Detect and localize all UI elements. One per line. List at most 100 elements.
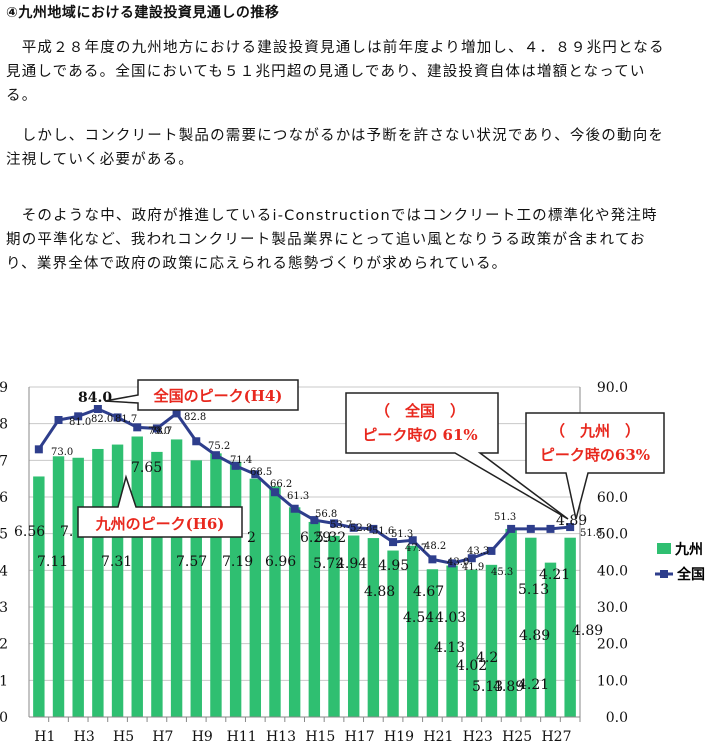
y-left-tick-label: 6 bbox=[0, 490, 8, 506]
bar-kyushu-H14 bbox=[288, 507, 301, 717]
national-point-H27 bbox=[546, 524, 555, 533]
bar-kyushu-H21 bbox=[426, 569, 439, 717]
line-value-label: 61.3 bbox=[287, 491, 309, 502]
y-left-tick-label: 9 bbox=[0, 380, 8, 396]
y-right-tick-label: 90.0 bbox=[597, 380, 628, 396]
x-tick-label: H17 bbox=[345, 729, 375, 745]
bar-value-label: 4.94 bbox=[336, 556, 367, 572]
national-point-H26 bbox=[526, 524, 535, 533]
y-left-tick-label: 1 bbox=[0, 673, 8, 689]
callout-kyushu-current: （ 九州 ） ピーク時の63% bbox=[525, 412, 665, 520]
line-value-label: 71.4 bbox=[230, 455, 252, 466]
bar-kyushu-H8 bbox=[170, 439, 183, 717]
line-value-label: 51.8 bbox=[580, 528, 602, 539]
line-value-label: 48.2 bbox=[424, 541, 446, 552]
bar-value-label: 7.11 bbox=[37, 554, 68, 570]
y-left-tick-label: 0 bbox=[0, 710, 8, 726]
national-point-H1 bbox=[34, 445, 43, 454]
legend-label-national: 全国 bbox=[676, 566, 705, 583]
callout-national-peak: 全国のピーク(H4) bbox=[104, 379, 299, 411]
x-tick-label: H7 bbox=[152, 729, 173, 745]
legend-swatch-kyushu bbox=[657, 543, 671, 554]
bar-kyushu-H28 bbox=[564, 537, 576, 717]
national-point-H19 bbox=[389, 538, 398, 547]
bar-kyushu-H15 bbox=[308, 521, 321, 717]
line-value-label: 53.7 bbox=[330, 520, 352, 531]
paragraph-1: 平成２８年度の九州地方における建設投資見通しは前年度より増加し、４．８９兆円とな… bbox=[6, 40, 665, 104]
bar-kyushu-H16 bbox=[328, 535, 340, 717]
bar-value-label: 5.72 bbox=[313, 556, 344, 572]
y-right-tick-label: 0.0 bbox=[606, 710, 628, 726]
x-tick-label: H25 bbox=[502, 729, 532, 745]
bar-kyushu-H18 bbox=[367, 538, 380, 717]
line-value-label: 43.0 bbox=[447, 557, 469, 568]
national-point-H16 bbox=[330, 519, 339, 528]
x-tick-label: H23 bbox=[463, 729, 493, 745]
x-tick-label: H5 bbox=[113, 729, 134, 745]
national-point-H2 bbox=[54, 416, 63, 424]
bar-kyushu-H7 bbox=[151, 451, 163, 717]
bar-kyushu-H27 bbox=[544, 562, 557, 717]
line-value-label: 56.8 bbox=[315, 509, 337, 520]
bar-kyushu-H6 bbox=[131, 436, 143, 717]
bar-kyushu-H22 bbox=[446, 565, 458, 717]
line-value-label: 51.3 bbox=[391, 529, 413, 540]
line-value-label: 78.7 bbox=[150, 426, 172, 437]
bar-kyushu-H13 bbox=[269, 486, 281, 717]
bar-value-label: 6.29 bbox=[300, 530, 331, 546]
bar-kyushu-H10 bbox=[210, 453, 222, 717]
national-line bbox=[34, 405, 575, 568]
line-value-label: 51.3 bbox=[494, 512, 516, 523]
axes: 01234567890.010.020.030.040.050.060.090.… bbox=[0, 380, 628, 745]
line-value-label: 43.3 bbox=[467, 546, 489, 557]
bar-value-label: 7.31 bbox=[101, 554, 132, 570]
line-value-label: 68.5 bbox=[250, 467, 272, 478]
callout-national-peak-text: 全国のピーク(H4) bbox=[153, 387, 283, 405]
y-right-tick-label: 50.0 bbox=[597, 527, 628, 543]
x-tick-label: H27 bbox=[541, 729, 571, 745]
bar-value-label: 5.13 bbox=[472, 679, 503, 695]
callout-kyushu-peak: 九州のピーク(H6) bbox=[77, 474, 243, 538]
national-point-H28 bbox=[566, 523, 575, 532]
x-tick-label: H15 bbox=[305, 729, 335, 745]
bar-value-label: 7.57 bbox=[176, 554, 207, 570]
bar-kyushu-H12 bbox=[249, 478, 262, 717]
national-point-H22 bbox=[448, 559, 457, 568]
y-left-tick-label: 8 bbox=[0, 417, 8, 433]
line-value-label: 75.2 bbox=[208, 441, 230, 452]
bar-kyushu-H5 bbox=[111, 444, 124, 717]
line-value-label: 79.0 bbox=[148, 426, 170, 437]
national-point-H12 bbox=[251, 470, 260, 479]
kyushu-bars bbox=[33, 436, 576, 717]
y-left-tick-label: 5 bbox=[0, 527, 8, 543]
x-tick-label: H13 bbox=[266, 729, 296, 745]
bar-value-label: 5.32 bbox=[315, 530, 346, 546]
bar-value-label: 4.67 bbox=[413, 584, 444, 600]
x-tick-label: H1 bbox=[34, 729, 55, 745]
y-right-tick-label: 60.0 bbox=[597, 490, 628, 506]
national-point-H3 bbox=[74, 412, 83, 421]
national-point-H9 bbox=[192, 437, 201, 446]
national-point-H4 bbox=[93, 405, 102, 413]
callout-national-current-line1: （ 全国 ） bbox=[375, 402, 465, 420]
national-point-H13 bbox=[270, 488, 279, 497]
line-value-label: 84.0 bbox=[78, 390, 112, 406]
national-point-H20 bbox=[408, 536, 417, 545]
line-value-label: 81.0 bbox=[69, 417, 91, 428]
line-value-label: 66.2 bbox=[270, 479, 292, 490]
paragraph-2: しかし、コンクリート製品の需要につながるかは予断を許さない状況であり、今後の動向… bbox=[6, 128, 665, 168]
paragraph-3: そのような中、政府が推進しているi-Constructionではコンクリート工の… bbox=[6, 208, 658, 272]
national-point-H10 bbox=[211, 451, 220, 460]
y-left-tick-label: 7 bbox=[0, 453, 8, 469]
bar-value-label: 7.19 bbox=[222, 554, 253, 570]
callout-national-current: （ 全国 ） ピーク時の 61% bbox=[345, 392, 569, 520]
bar-kyushu-H11 bbox=[229, 461, 242, 717]
y-right-tick-label: 10.0 bbox=[597, 673, 628, 689]
bar-value-label: 4.54 bbox=[403, 610, 434, 626]
bar-value-label: 4.89 bbox=[519, 628, 550, 644]
bar-value-label: 7. bbox=[60, 524, 73, 540]
national-series-line bbox=[37, 407, 571, 565]
national-point-H24 bbox=[487, 546, 496, 555]
bar-value-label: 4.88 bbox=[364, 584, 395, 600]
bar-value-label: 4.21 bbox=[518, 677, 549, 693]
